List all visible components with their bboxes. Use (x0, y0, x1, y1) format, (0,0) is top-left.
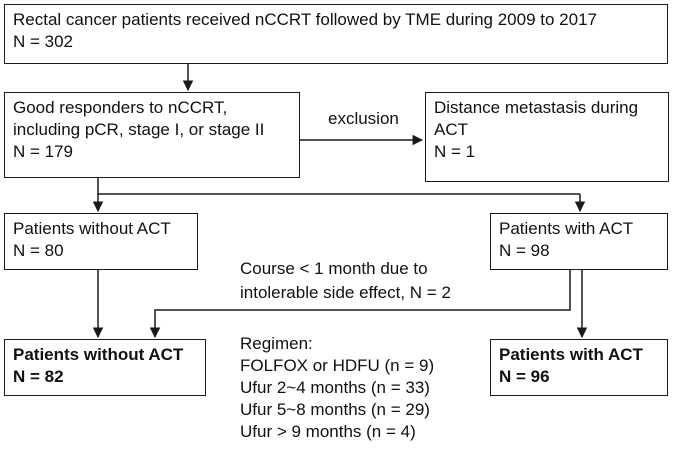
with-act-title: Patients with ACT (499, 219, 634, 238)
excluded-box: Distance metastasis during ACT N = 1 (425, 92, 669, 182)
course-label-line2: intolerable side effect, N = 2 (240, 283, 451, 302)
without-act-final-title: Patients without ACT (13, 345, 184, 364)
excluded-line2: ACT (434, 120, 468, 139)
with-act-final-title: Patients with ACT (499, 345, 643, 364)
without-act-final-box: Patients without ACT N = 82 (4, 339, 206, 396)
regimen-item: Ufur 5~8 months (n = 29) (240, 400, 430, 419)
start-box-count: N = 302 (13, 32, 74, 51)
with-act-count: N = 98 (499, 241, 550, 260)
good-responders-line1: Good responders to nCCRT, (13, 98, 228, 117)
excluded-line1: Distance metastasis during (434, 98, 639, 117)
arrow-with-to-without-final (149, 270, 571, 339)
with-act-final-box: Patients with ACT N = 96 (490, 339, 668, 396)
without-act-box: Patients without ACT N = 80 (4, 213, 198, 270)
regimen-heading: Regimen: (240, 334, 313, 353)
regimen-item: Ufur > 9 months (n = 4) (240, 422, 416, 441)
excluded-count: N = 1 (434, 142, 476, 161)
start-box-title: Rectal cancer patients received nCCRT fo… (13, 10, 597, 29)
regimen-item: FOLFOX or HDFU (n = 9) (240, 356, 435, 375)
without-act-count: N = 80 (13, 241, 64, 260)
good-responders-count: N = 179 (13, 142, 74, 161)
good-responders-line2: including pCR, stage I, or stage II (13, 120, 265, 139)
without-act-final-count: N = 82 (13, 367, 64, 386)
start-box: Rectal cancer patients received nCCRT fo… (4, 4, 668, 64)
with-act-box: Patients with ACT N = 98 (490, 213, 668, 270)
course-label-line1: Course < 1 month due to (240, 259, 428, 278)
exclusion-label: exclusion (328, 109, 399, 128)
good-responders-box: Good responders to nCCRT, including pCR,… (4, 92, 300, 178)
regimen-item: Ufur 2~4 months (n = 33) (240, 378, 430, 397)
with-act-final-count: N = 96 (499, 367, 550, 386)
regimen-list: Regimen: FOLFOX or HDFU (n = 9) Ufur 2~4… (240, 333, 434, 443)
without-act-title: Patients without ACT (13, 219, 171, 238)
